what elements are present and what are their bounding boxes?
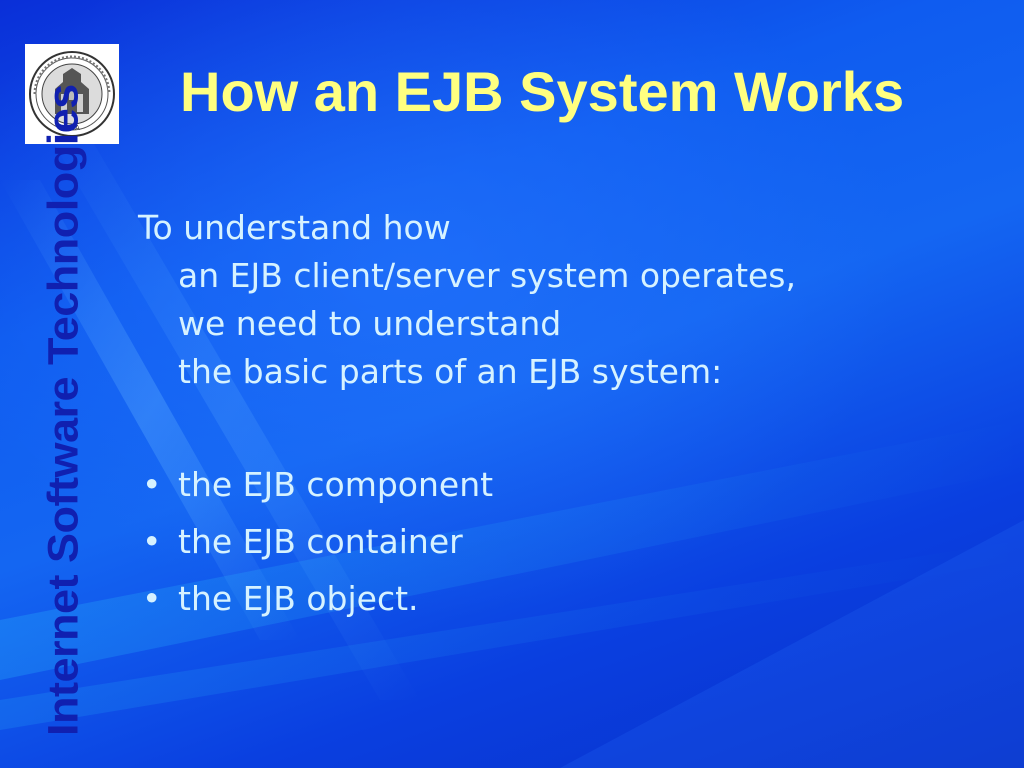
bullet-text: the EJB container (178, 522, 463, 561)
bullet-text: the EJB component (178, 465, 494, 504)
bullet-list: • the EJB component • the EJB container … (138, 456, 998, 627)
intro-line: an EJB client/server system operates, (178, 256, 796, 295)
slide-title: How an EJB System Works (180, 60, 905, 123)
sidebar-vertical-label: Internet Software Technologies (38, 84, 87, 736)
bullet-icon: • (142, 579, 162, 618)
slide-content: To understand how an EJB client/server s… (138, 204, 998, 627)
university-seal-logo: PISA (25, 44, 119, 144)
logo-text: PISA (64, 124, 80, 132)
bullet-item: • the EJB component (138, 456, 998, 513)
university-seal-icon: PISA (29, 51, 115, 137)
bullet-text: the EJB object. (178, 579, 419, 618)
intro-line: the basic parts of an EJB system: (178, 352, 723, 391)
bullet-item: • the EJB object. (138, 570, 998, 627)
intro-line: To understand how (138, 208, 451, 247)
bullet-item: • the EJB container (138, 513, 998, 570)
bullet-icon: • (142, 522, 162, 561)
intro-paragraph: To understand how an EJB client/server s… (138, 204, 998, 396)
intro-line: we need to understand (178, 304, 562, 343)
bullet-icon: • (142, 465, 162, 504)
